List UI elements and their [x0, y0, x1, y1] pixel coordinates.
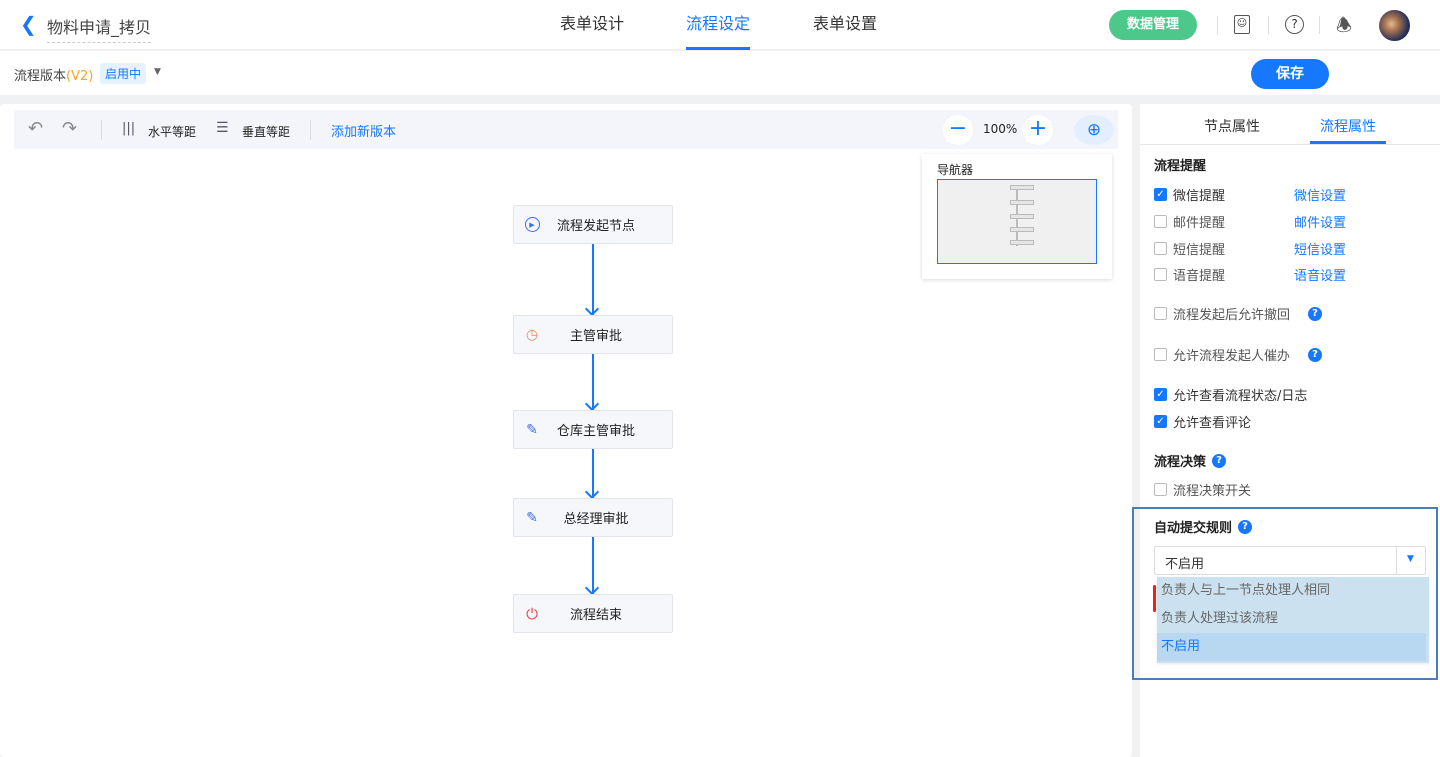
flow-arrow	[592, 449, 594, 498]
auto-submit-title: 自动提交规则?	[1154, 517, 1253, 536]
checkbox[interactable]: ✓	[1154, 388, 1167, 401]
save-button[interactable]: 保存	[1251, 59, 1329, 89]
option-view-comments: ✓允许查看评论	[1154, 412, 1251, 431]
flow-arrow	[592, 354, 594, 410]
checkbox[interactable]	[1154, 307, 1167, 320]
email-settings-link[interactable]: 邮件设置	[1294, 216, 1347, 231]
horizontal-distribute-button[interactable]: 水平等距	[148, 125, 197, 139]
vertical-distribute-icon[interactable]: ☰	[216, 120, 229, 136]
alarm-icon: ◷	[525, 326, 539, 343]
power-icon: ⏻	[526, 604, 538, 623]
option-allow-withdraw: 流程发起后允许撤回?	[1154, 304, 1323, 323]
tab-node-properties[interactable]: 节点属性	[1204, 119, 1260, 135]
dropdown-option[interactable]: 负责人与上一节点处理人相同	[1161, 583, 1331, 598]
navigator-panel: 导航器	[922, 154, 1112, 279]
tab-form-design[interactable]: 表单设计	[560, 14, 625, 33]
decision-title: 流程决策?	[1154, 451, 1227, 470]
version-number: (V2)	[66, 69, 94, 84]
flow-node-end[interactable]: ⏻ 流程结束	[513, 594, 673, 633]
tab-flow-properties[interactable]: 流程属性	[1310, 116, 1386, 144]
error-marker	[1153, 585, 1156, 612]
chevron-down-icon[interactable]: ▼	[1407, 554, 1414, 564]
checkbox[interactable]: ✓	[1154, 415, 1167, 428]
data-management-button[interactable]: 数据管理	[1109, 10, 1197, 40]
edit-icon: ✎	[526, 421, 538, 438]
contacts-icon[interactable]: ☺	[1234, 15, 1250, 34]
status-badge: 启用中	[100, 63, 147, 84]
back-icon[interactable]: ❮	[20, 12, 37, 36]
top-header: ❮ 物料申请_拷贝 表单设计 流程设定 表单设置 数据管理 ☺ ? 🕭	[0, 0, 1440, 50]
reminder-title: 流程提醒	[1154, 159, 1207, 174]
checkbox[interactable]: ✓	[1154, 188, 1167, 201]
reminder-wechat: ✓微信提醒	[1154, 185, 1225, 204]
reminder-voice: 语音提醒	[1154, 265, 1225, 284]
chevron-down-icon[interactable]: ▼	[154, 67, 161, 77]
flow-arrow	[592, 244, 594, 315]
divider	[1319, 16, 1320, 34]
checkbox[interactable]	[1154, 348, 1167, 361]
horizontal-distribute-icon[interactable]: |||	[122, 121, 136, 136]
form-title[interactable]: 物料申请_拷贝	[47, 14, 152, 43]
undo-icon[interactable]: ↶	[28, 118, 44, 139]
help-icon[interactable]: ?	[1308, 306, 1323, 321]
canvas-toolbar: ↶ ↷ ||| 水平等距 ☰ 垂直等距 添加新版本 − 100% + ⊕	[14, 110, 1118, 149]
edit-icon: ✎	[526, 509, 538, 526]
decision-switch: 流程决策开关	[1154, 480, 1251, 499]
dropdown-option[interactable]: 负责人处理过该流程	[1161, 611, 1279, 626]
tab-form-settings[interactable]: 表单设置	[813, 14, 878, 33]
locate-icon[interactable]: ⊕	[1074, 115, 1114, 145]
divider	[1268, 16, 1269, 34]
divider	[101, 120, 102, 140]
checkbox[interactable]	[1154, 215, 1167, 228]
vertical-distribute-button[interactable]: 垂直等距	[242, 125, 291, 139]
flow-node-approval[interactable]: ✎ 仓库主管审批	[513, 410, 673, 449]
redo-icon[interactable]: ↷	[62, 118, 78, 139]
help-icon[interactable]: ?	[1238, 519, 1253, 534]
add-version-link[interactable]: 添加新版本	[331, 125, 397, 140]
auto-submit-section	[1132, 507, 1438, 680]
help-icon[interactable]: ?	[1308, 347, 1323, 362]
checkbox[interactable]	[1154, 242, 1167, 255]
flow-node-start[interactable]: ▶ 流程发起节点	[513, 205, 673, 244]
bell-icon[interactable]: 🕭	[1336, 15, 1353, 36]
zoom-in-button[interactable]: +	[1023, 115, 1053, 145]
navigator-viewport[interactable]	[937, 179, 1097, 264]
reminder-sms: 短信提醒	[1154, 239, 1225, 258]
divider	[1217, 16, 1218, 34]
dropdown-option-selected[interactable]: 不启用	[1157, 633, 1426, 661]
option-allow-urge: 允许流程发起人催办?	[1154, 345, 1323, 364]
version-bar: 流程版本(V2) 启用中 ▼ 保存	[0, 51, 1440, 95]
tab-process-setting[interactable]: 流程设定	[686, 10, 751, 50]
sms-settings-link[interactable]: 短信设置	[1294, 243, 1347, 258]
wechat-settings-link[interactable]: 微信设置	[1294, 189, 1347, 204]
option-view-status: ✓允许查看流程状态/日志	[1154, 385, 1307, 404]
avatar[interactable]	[1379, 10, 1410, 41]
flow-node-approval[interactable]: ◷ 主管审批	[513, 315, 673, 354]
divider	[310, 120, 311, 140]
checkbox[interactable]	[1154, 483, 1167, 496]
reminder-email: 邮件提醒	[1154, 212, 1225, 231]
checkbox[interactable]	[1154, 268, 1167, 281]
version-label: 流程版本(V2)	[14, 69, 94, 84]
zoom-level: 100%	[983, 122, 1018, 136]
zoom-out-button[interactable]: −	[943, 115, 973, 145]
flow-arrow	[592, 537, 594, 594]
help-icon[interactable]: ?	[1212, 453, 1227, 468]
auto-submit-select[interactable]: 不启用 ▼	[1154, 546, 1426, 575]
voice-settings-link[interactable]: 语音设置	[1294, 269, 1347, 284]
help-icon[interactable]: ?	[1285, 15, 1304, 34]
navigator-title: 导航器	[937, 163, 974, 177]
flow-node-approval[interactable]: ✎ 总经理审批	[513, 498, 673, 537]
play-icon: ▶	[524, 217, 540, 232]
auto-submit-dropdown: 负责人与上一节点处理人相同 负责人处理过该流程 不启用	[1157, 577, 1429, 663]
selected-value: 不启用	[1165, 557, 1205, 572]
